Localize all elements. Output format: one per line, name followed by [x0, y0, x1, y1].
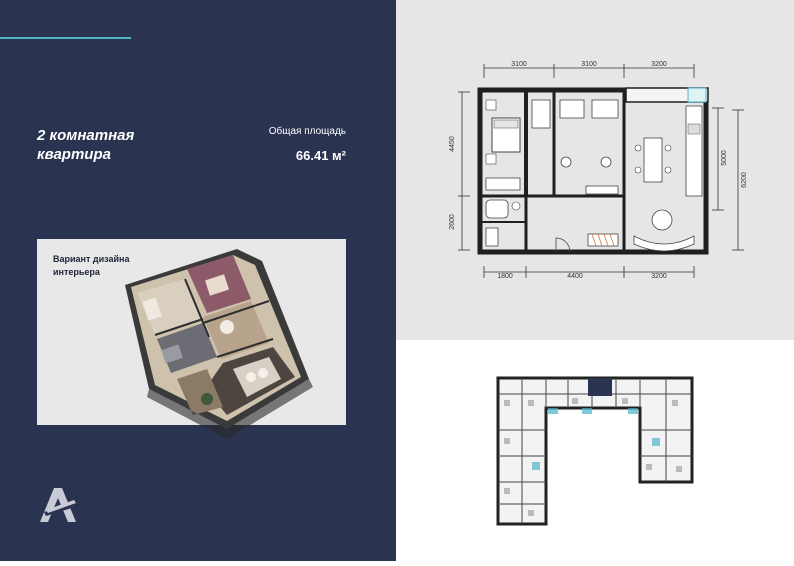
building-key-plan [496, 376, 694, 526]
left-dim-2: 2600 [449, 214, 456, 230]
bottom-dim-2: 4400 [567, 273, 583, 280]
accent-line [0, 37, 131, 39]
interior-3d-render [125, 249, 313, 439]
brand-logo-icon [40, 488, 78, 522]
left-dim-1: 4450 [449, 136, 456, 152]
area-value: 66.41 м² [295, 148, 346, 163]
top-dim-1: 3100 [511, 61, 527, 68]
right-dim-2: 6200 [741, 172, 748, 188]
right-dim-1: 5000 [721, 150, 728, 166]
top-dim-3: 3200 [651, 61, 667, 68]
top-dim-2: 3100 [581, 61, 597, 68]
bottom-dim-3: 3200 [651, 273, 667, 280]
area-label: Общая площадь [268, 126, 346, 137]
bottom-dim-1: 1800 [497, 273, 513, 280]
variant-label: Вариант дизайна интерьера [53, 254, 130, 277]
left-info-panel: 2 комнатная квартира Общая площадь 66.41… [0, 0, 396, 561]
floor-plan-panel: 3100 3100 3200 1800 4400 3200 4450 2600 … [396, 0, 794, 340]
interior-render-card: Вариант дизайна интерьера [37, 239, 346, 439]
floor-plan: 3100 3100 3200 1800 4400 3200 4450 2600 … [449, 61, 748, 280]
building-key-plan-panel [396, 340, 794, 561]
apartment-title: 2 комнатная квартира [37, 127, 135, 163]
